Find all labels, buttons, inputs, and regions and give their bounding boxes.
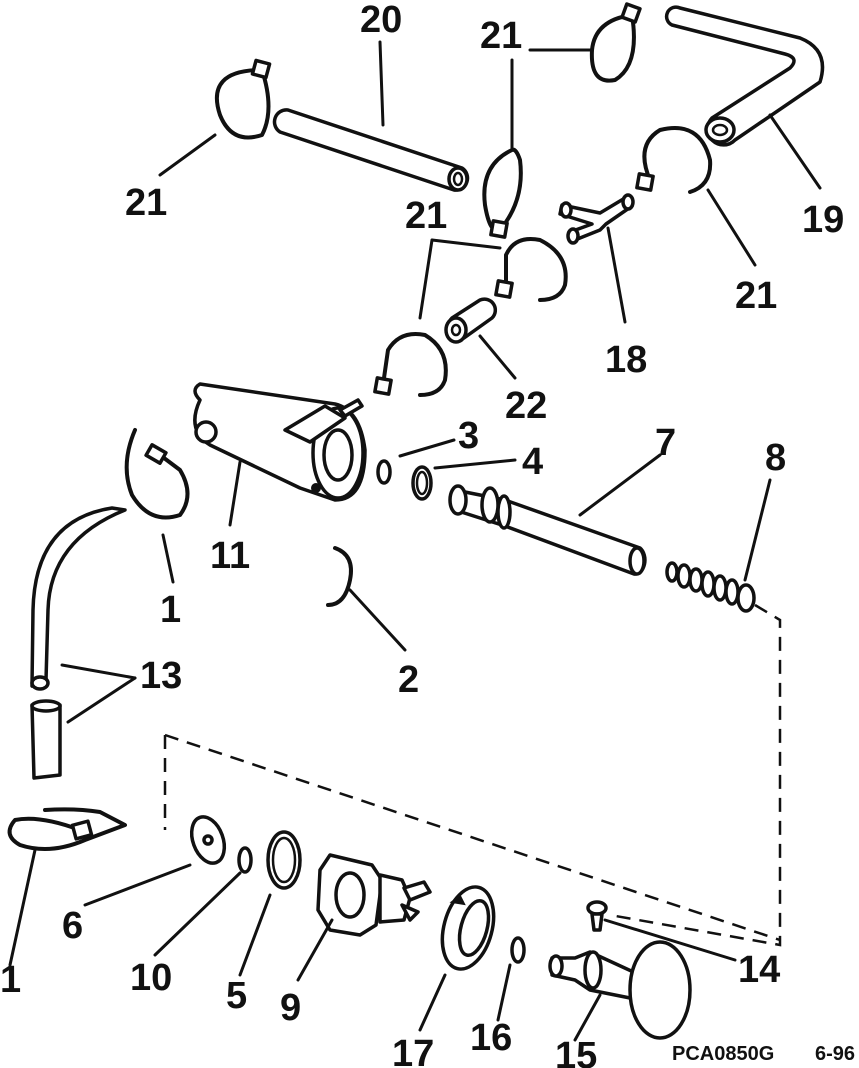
callout-9: 9 <box>280 987 301 1029</box>
callout-11: 11 <box>210 535 250 577</box>
part-spring-8 <box>665 561 756 613</box>
callout-15: 15 <box>555 1035 597 1068</box>
part-retaining-ring-2 <box>326 546 353 607</box>
callout-22: 22 <box>505 385 547 427</box>
assembly-path-line-top <box>164 733 781 942</box>
callout-14: 14 <box>738 949 780 991</box>
callout-7: 7 <box>655 422 676 464</box>
part-valve-body-9 <box>316 853 432 937</box>
callout-21: 21 <box>405 195 447 237</box>
part-o-ring-10 <box>237 846 253 874</box>
part-t-fitting-18 <box>558 193 635 245</box>
part-o-ring-5 <box>266 830 302 890</box>
callout-5: 5 <box>226 975 247 1017</box>
part-o-ring-4 <box>411 465 433 501</box>
callout-18: 18 <box>605 339 647 381</box>
callout-1: 1 <box>160 589 181 631</box>
part-o-ring-3 <box>376 459 392 485</box>
callout-16: 16 <box>470 1017 512 1059</box>
part-clamp-1-lower <box>7 807 127 851</box>
part-hose-19 <box>664 5 825 147</box>
part-clamp-21-middle <box>482 147 523 239</box>
part-clamp-21-lower <box>373 332 448 397</box>
callout-21: 21 <box>125 182 167 224</box>
callout-19: 19 <box>802 199 844 241</box>
callout-2: 2 <box>398 659 419 701</box>
part-push-button-15 <box>548 940 692 1040</box>
part-nut-17 <box>440 885 496 971</box>
callout-13: 13 <box>140 655 182 697</box>
part-sleeve-22 <box>444 297 498 344</box>
callout-21: 21 <box>735 275 777 317</box>
callout-1: 1 <box>0 959 21 1001</box>
figure-code: PCA0850G <box>672 1043 774 1065</box>
part-primer-body-11 <box>193 382 367 502</box>
callout-21: 21 <box>480 15 522 57</box>
callout-3: 3 <box>458 415 479 457</box>
part-clamp-21-center <box>494 237 568 302</box>
callout-20: 20 <box>360 0 402 41</box>
callout-8: 8 <box>765 437 786 479</box>
date-code: 6-96 <box>815 1043 855 1065</box>
part-clamp-21-left <box>214 58 272 140</box>
callout-17: 17 <box>392 1033 434 1068</box>
assembly-path-line <box>163 603 782 947</box>
part-clamp-1-upper <box>124 428 190 520</box>
callout-10: 10 <box>130 957 172 999</box>
leader-lines <box>8 40 822 1042</box>
part-clamp-21-right <box>635 126 713 194</box>
part-o-ring-16 <box>510 936 526 964</box>
part-hose-20 <box>272 108 470 192</box>
part-plunger-7 <box>448 484 647 576</box>
callout-4: 4 <box>522 441 543 483</box>
part-clamp-21-top <box>589 2 642 83</box>
part-screw-14 <box>586 900 608 932</box>
part-washer-6 <box>189 815 227 865</box>
callout-6: 6 <box>62 905 83 947</box>
part-hose-13 <box>30 506 127 780</box>
